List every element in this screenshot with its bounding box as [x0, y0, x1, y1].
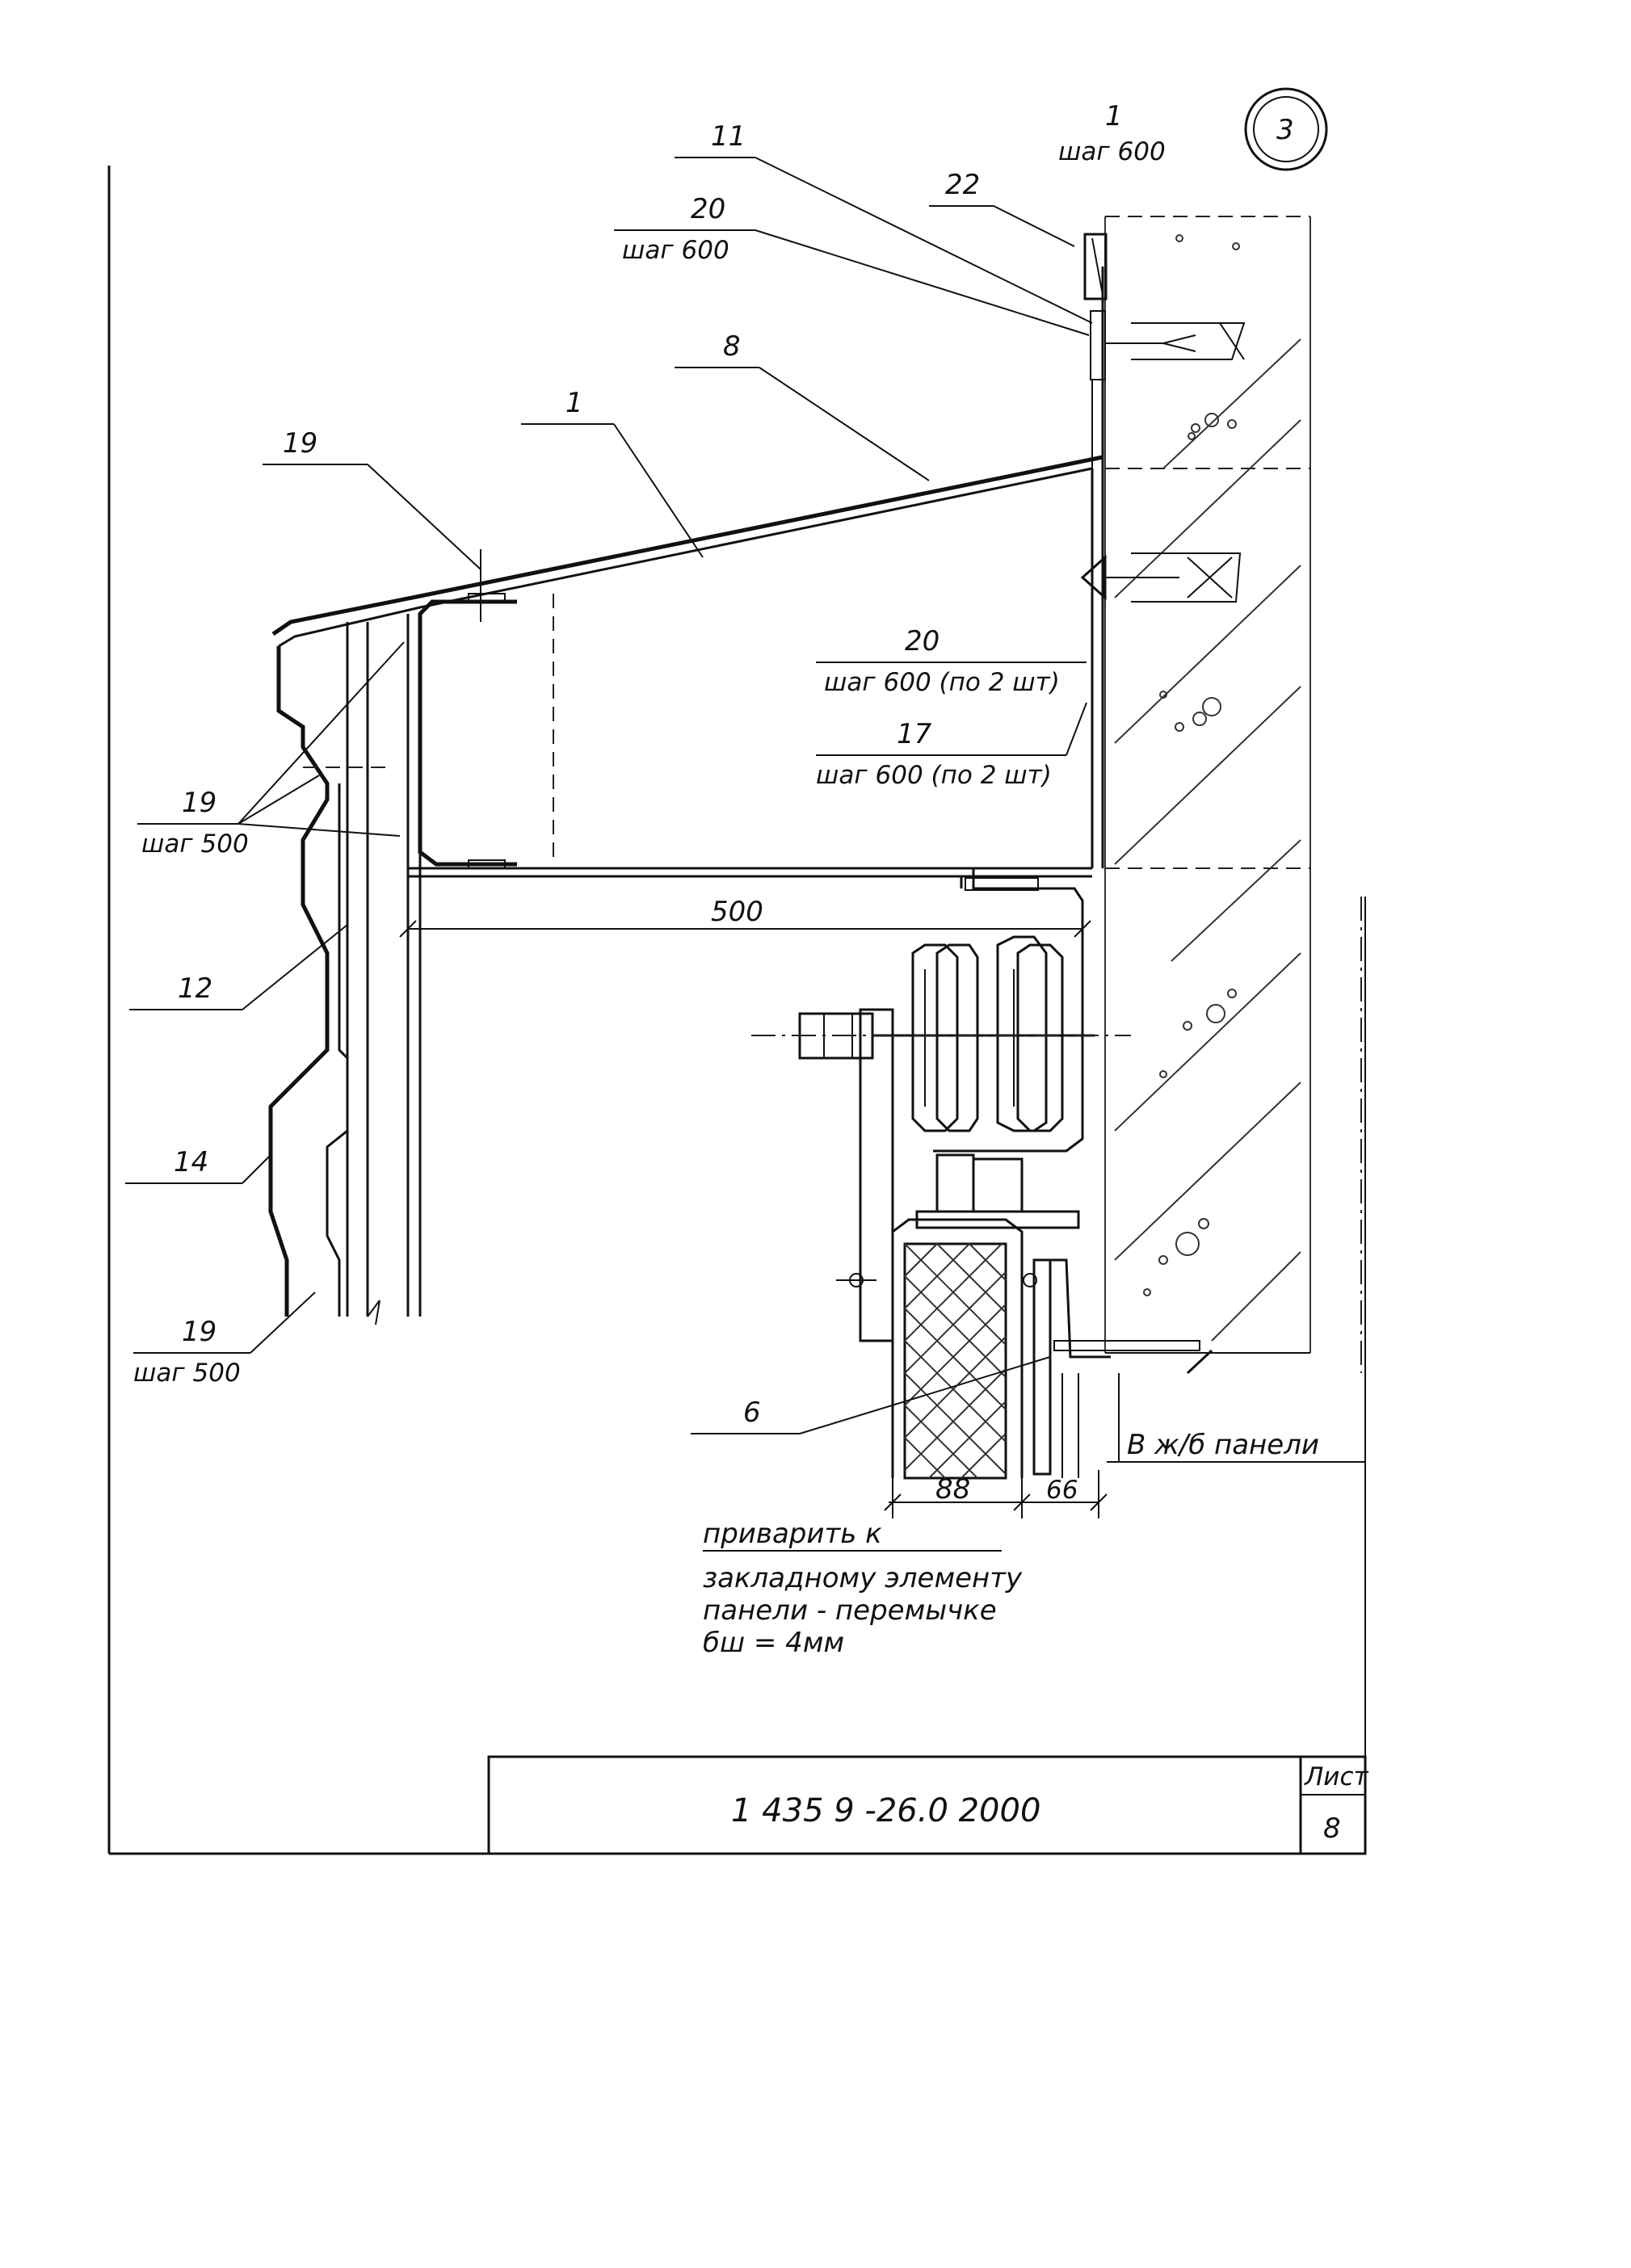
weld-note: приварить к закладному элементу панели -… [703, 1518, 1023, 1659]
insulation-block [836, 1218, 1213, 1480]
callout-11: 11 [711, 120, 746, 153]
callout-17-step: шаг 600 (по 2 шт) [816, 761, 1052, 790]
top-anchor [1083, 233, 1246, 380]
dim-500-label: 500 [711, 896, 763, 928]
dim-66-label: 66 [1046, 1476, 1078, 1505]
callout-20-mid: 20 [905, 625, 940, 657]
top-marker: 1 [1105, 100, 1123, 132]
panel-note: В ж/б панели [1107, 1373, 1365, 1463]
callout-19-mid: 19 [182, 787, 216, 819]
weld-note-line3: панели - перемычке [703, 1594, 997, 1627]
sheet-label: Лист [1304, 1762, 1369, 1791]
callout-19-mid-step: шаг 500 [141, 830, 249, 859]
callout-6: 6 [743, 1396, 761, 1429]
callout-20-top: 20 [691, 193, 725, 225]
mid-anchor [1080, 552, 1242, 603]
callout-20-mid-step: шаг 600 (по 2 шт) [824, 668, 1060, 697]
detail-circle-number: 3 [1276, 114, 1294, 146]
dimension-500: 500 [399, 888, 1091, 941]
panel-note-text: В ж/б панели [1127, 1429, 1319, 1461]
callout-20-top-step: шаг 600 [622, 236, 729, 265]
weld-note-line4: бш = 4мм [703, 1627, 844, 1659]
bracket-assembly [751, 868, 1131, 1342]
callout-19-bottom-step: шаг 500 [133, 1359, 241, 1388]
sheet-number: 8 [1323, 1812, 1341, 1845]
z-profile [408, 593, 1092, 878]
title-block: 1 435 9 -26.0 2000 Лист 8 [487, 1755, 1369, 1855]
cap-flashing [271, 267, 1104, 868]
callout-14: 14 [174, 1146, 208, 1178]
weld-note-line2: закладному элементу [703, 1562, 1023, 1594]
dimension-88-66: 88 66 [884, 1470, 1108, 1518]
callout-8: 8 [723, 330, 741, 363]
top-marker-step: шаг 600 [1058, 137, 1166, 166]
callout-19-top: 19 [283, 427, 317, 460]
facade-cladding [268, 614, 422, 1325]
doc-code: 1 435 9 -26.0 2000 [731, 1792, 1040, 1829]
weld-note-line1: приварить к [703, 1518, 882, 1550]
callout-17: 17 [897, 718, 932, 750]
callout-12: 12 [178, 972, 212, 1005]
detail-circle: 3 [1244, 87, 1328, 171]
concrete-panel [1104, 216, 1362, 1373]
callout-19-bottom: 19 [182, 1316, 216, 1348]
leaders [125, 157, 1093, 1434]
callout-22: 22 [945, 169, 980, 201]
callout-1: 1 [565, 387, 583, 419]
dim-88-label: 88 [935, 1473, 970, 1506]
